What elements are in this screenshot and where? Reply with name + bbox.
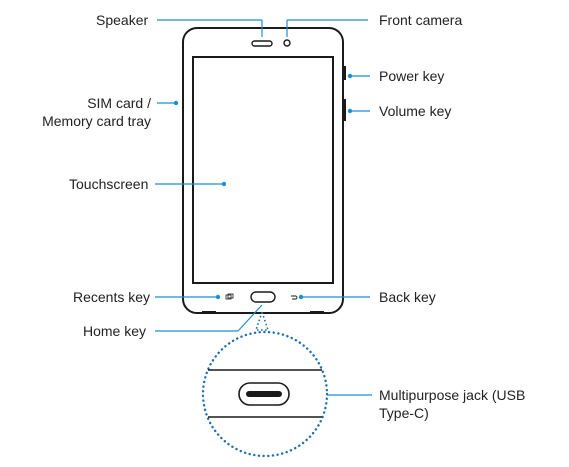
callout-sim-dot	[173, 100, 179, 106]
label-sim-tray-line2: Memory card tray	[42, 113, 151, 129]
volume-key-button	[343, 99, 346, 121]
label-volume-key: Volume key	[379, 103, 452, 119]
label-speaker: Speaker	[96, 12, 149, 28]
label-sim-tray-line1: SIM card /	[87, 95, 151, 111]
bottom-speaker-grille-2	[310, 311, 324, 314]
speaker-slot	[251, 40, 273, 47]
power-key-button	[343, 66, 346, 80]
recents-key-icon	[225, 293, 234, 300]
label-multipurpose-jack-line1: Multipurpose jack (USB	[379, 387, 526, 403]
touchscreen-panel	[192, 56, 334, 284]
label-front-camera: Front camera	[379, 12, 463, 28]
callout-recents-dot	[215, 294, 221, 300]
callout-power-dot	[347, 73, 353, 79]
label-back-key: Back key	[379, 289, 436, 305]
callout-touch-dot	[221, 181, 227, 187]
usb-c-port-inner	[246, 391, 282, 397]
label-multipurpose-jack-line2: Type-C)	[379, 405, 429, 421]
home-key-button	[250, 291, 276, 303]
front-camera-lens	[283, 39, 291, 47]
bottom-speaker-grille	[202, 311, 216, 314]
label-home-key: Home key	[83, 323, 147, 339]
callout-home-diag	[237, 304, 263, 332]
callout-volume-dot	[347, 108, 353, 114]
label-power-key: Power key	[379, 68, 445, 84]
back-key-icon	[291, 295, 298, 300]
label-touchscreen: Touchscreen	[69, 176, 149, 192]
callout-back-dot	[298, 294, 304, 300]
label-recents-key: Recents key	[73, 289, 151, 305]
zoom-pointer	[254, 309, 270, 331]
